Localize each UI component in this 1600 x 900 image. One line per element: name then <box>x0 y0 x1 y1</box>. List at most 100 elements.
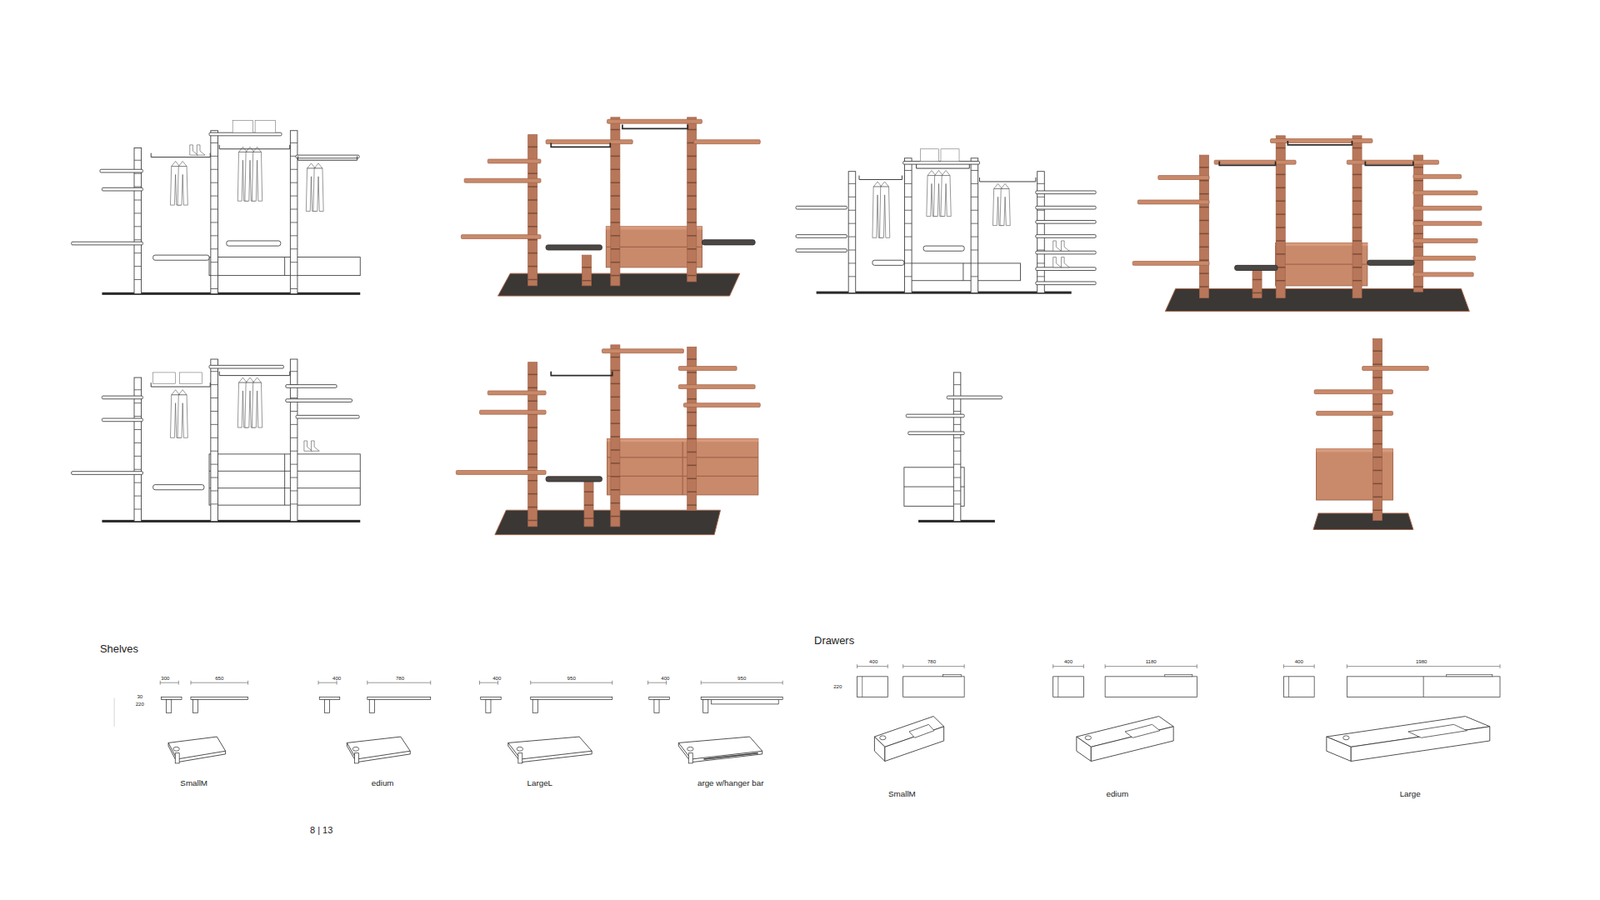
hanger <box>239 377 248 383</box>
post-notch <box>905 275 913 277</box>
dimension-line <box>367 682 431 684</box>
post-notch <box>134 225 142 227</box>
post-notch <box>290 370 298 372</box>
wardrobe-unit <box>460 117 760 296</box>
shelf <box>1035 267 1096 271</box>
page-number: 8 | 13 <box>310 824 333 835</box>
post-notch <box>1352 266 1362 268</box>
dimension-tick <box>1196 664 1198 669</box>
dimension-value: 1180 <box>1145 658 1157 665</box>
shelf-bracket <box>369 699 375 713</box>
shelf <box>1214 160 1296 165</box>
post-notch <box>687 358 697 360</box>
base-plate <box>1165 289 1470 312</box>
post-notch <box>290 424 298 425</box>
tray-pad <box>545 245 602 250</box>
post <box>970 158 979 294</box>
shelf-bracket <box>688 753 693 764</box>
drawer-unit <box>209 257 360 276</box>
shoe <box>196 145 205 155</box>
tray-pad <box>872 260 905 265</box>
post-notch <box>528 374 538 375</box>
post-notch <box>210 221 219 223</box>
post-notch <box>687 235 697 236</box>
shelf <box>1413 255 1476 260</box>
dimension-value: 400 <box>492 675 501 682</box>
post-notch <box>290 235 298 236</box>
dimension-tick <box>247 680 249 685</box>
hanger <box>1000 183 1010 189</box>
shelf <box>295 155 360 159</box>
post-notch <box>134 482 142 484</box>
hanger <box>880 181 890 187</box>
component-name: SmallM <box>888 789 916 799</box>
hanger <box>307 163 316 169</box>
post-notch <box>610 502 620 504</box>
post-notch <box>134 455 142 457</box>
post-notch <box>1252 279 1262 280</box>
dimension-line <box>190 682 249 684</box>
post-notch <box>134 186 142 188</box>
garment <box>251 382 262 428</box>
dimension-tick <box>856 664 858 669</box>
shelf <box>487 159 541 164</box>
shelf <box>795 205 847 210</box>
post-notch <box>1037 275 1045 277</box>
post-notch <box>953 477 961 479</box>
tray-pad <box>1367 260 1415 265</box>
post-notch <box>610 221 620 223</box>
storage-box <box>232 120 253 133</box>
garment <box>177 395 188 438</box>
post-notch <box>528 279 538 280</box>
storage-box <box>153 372 176 384</box>
post-notch <box>953 464 961 465</box>
post-notch <box>687 411 697 413</box>
shelf <box>1413 190 1478 195</box>
hanger <box>171 390 180 395</box>
shelf <box>209 365 284 369</box>
post-notch <box>290 275 298 276</box>
post-notch <box>1199 246 1209 248</box>
hanger <box>245 377 255 383</box>
post-notch <box>584 504 594 505</box>
shelf <box>1346 160 1439 165</box>
post-notch <box>1037 250 1045 251</box>
post-notch <box>610 195 620 196</box>
shelf-bracket <box>485 699 491 713</box>
post <box>582 255 592 286</box>
post-notch <box>290 221 298 223</box>
drawer-unit <box>607 439 759 495</box>
post-notch <box>848 236 856 238</box>
post-notch <box>290 248 298 250</box>
wardrobe-unit <box>71 120 361 295</box>
post-notch <box>687 478 697 480</box>
post-notch <box>210 248 219 250</box>
post-notch <box>1352 147 1362 149</box>
dimension-tick <box>1105 664 1106 669</box>
post-notch <box>290 397 298 399</box>
shelf-bracket <box>518 753 523 764</box>
shelf <box>1132 260 1210 265</box>
post-notch <box>1373 510 1383 511</box>
shelf <box>480 410 547 415</box>
hanger <box>935 170 944 175</box>
dimension-tick <box>497 680 499 685</box>
shelf <box>678 385 755 390</box>
post-notch <box>1275 253 1285 255</box>
post-notch <box>610 235 620 236</box>
shelf <box>1413 239 1478 244</box>
dimension-value: 400 <box>660 675 670 682</box>
post-notch <box>687 248 697 250</box>
post-notch <box>134 429 142 430</box>
post-notch <box>528 172 538 174</box>
hanger <box>314 163 323 169</box>
dimension-line <box>1053 665 1085 667</box>
shelf <box>946 395 1002 400</box>
post-notch <box>1352 226 1362 228</box>
component-name: edium <box>371 779 395 789</box>
post-notch <box>210 275 219 276</box>
drawer-side-view <box>857 676 889 697</box>
post-notch <box>610 208 620 210</box>
shelf-bracket <box>703 699 709 713</box>
